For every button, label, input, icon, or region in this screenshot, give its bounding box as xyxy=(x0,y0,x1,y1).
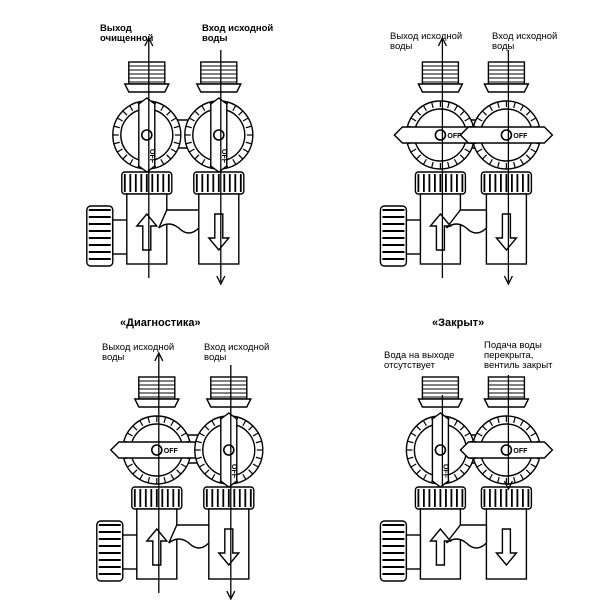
threaded-fitting xyxy=(417,376,464,408)
knob-off-label: OFF xyxy=(148,149,155,164)
threaded-fitting xyxy=(417,61,464,93)
panel2-inlet-label-line2: воды xyxy=(492,41,515,52)
panel1-outlet-label-line2: очищенной xyxy=(100,33,154,44)
flow-arrow-down xyxy=(494,528,518,567)
flow-arrow-down xyxy=(217,528,241,567)
panel3-outlet-label-line2: воды xyxy=(102,352,125,363)
side-cap xyxy=(379,205,422,267)
flow-arrows xyxy=(135,212,231,252)
panel4-outlet-label-line2: отсутствует xyxy=(384,360,435,371)
valve-body: OFF OFF xyxy=(86,36,254,286)
knob-off-label: OFF xyxy=(230,464,237,479)
flow-lines xyxy=(437,36,513,286)
flow-lines xyxy=(154,351,236,600)
lower-nut xyxy=(121,171,173,195)
lower-nut xyxy=(203,486,255,510)
valve-body: OFF OFF xyxy=(379,36,554,286)
knob-off-label: OFF xyxy=(513,133,528,140)
panel-closed: «Закрыт» Вода на выходе отсутствует Пода… xyxy=(370,315,590,590)
panel4-outlet-label-line1: Вода на выходе xyxy=(384,350,455,361)
right-valve-knob: OFF xyxy=(184,97,254,173)
panel2-inlet-label-line1: Вход исходной xyxy=(492,31,558,42)
lower-nut xyxy=(480,171,533,195)
right-valve-knob: OFF xyxy=(459,415,554,485)
panel-bypass: Выход исходной воды Вход исходной воды O… xyxy=(370,20,590,290)
flow-arrows xyxy=(428,527,518,567)
flow-arrow-up xyxy=(135,212,159,251)
lower-nut xyxy=(414,171,467,195)
side-cap xyxy=(96,520,138,582)
valve-body: OFF OFF xyxy=(379,375,554,582)
lower-pipes xyxy=(126,193,240,265)
left-valve-knob: OFF xyxy=(405,412,476,488)
valve-body: OFF OFF xyxy=(96,351,264,600)
panel1-inlet-label-line1: Вход исходной xyxy=(202,23,274,34)
panel4-inlet-label-line2: перекрыта, xyxy=(484,350,534,361)
flow-arrow-up xyxy=(428,212,452,251)
threaded-fitting xyxy=(133,376,180,408)
panel3-inlet-label-line1: Вход исходной xyxy=(204,342,270,353)
flow-lines xyxy=(144,36,226,286)
panel2-outlet-label-line1: Выход исходной xyxy=(390,31,463,42)
left-valve-knob: OFF xyxy=(112,97,182,173)
panel2-outlet-label-line2: воды xyxy=(390,41,413,52)
panel1-inlet-label-line2: воды xyxy=(202,33,228,44)
lower-nut xyxy=(414,486,467,510)
threaded-fitting xyxy=(205,376,252,408)
knob-off-label: OFF xyxy=(447,133,462,140)
lower-nut xyxy=(480,486,533,510)
flow-arrow-up xyxy=(428,527,452,566)
panel4-title: «Закрыт» xyxy=(432,317,485,329)
side-cap xyxy=(86,205,128,267)
flow-lines xyxy=(441,375,513,491)
lower-nut xyxy=(131,486,183,510)
left-valve-knob: OFF xyxy=(393,100,488,170)
threaded-fitting xyxy=(483,61,530,93)
bypass-valve-diagram: OFF OFF xyxy=(379,36,554,286)
flow-arrows xyxy=(428,212,518,252)
knob-off-label: OFF xyxy=(164,448,179,455)
flow-arrow-down xyxy=(207,213,231,252)
flow-arrow-down xyxy=(494,213,518,252)
panel1-outlet-label-line1: Выход xyxy=(100,23,132,34)
threaded-fitting xyxy=(195,61,242,93)
right-valve-knob: OFF xyxy=(194,412,264,488)
threaded-fitting xyxy=(483,376,530,408)
knob-off-label: OFF xyxy=(441,464,448,479)
side-cap xyxy=(379,520,422,582)
flow-arrows xyxy=(145,527,241,567)
flow-arrow-up xyxy=(145,527,169,566)
panel4-inlet-label-line3: вентиль закрыт xyxy=(484,360,553,371)
right-valve-knob: OFF xyxy=(459,100,554,170)
knob-off-label: OFF xyxy=(220,149,227,164)
panel3-outlet-label-line1: Выход исходной xyxy=(102,342,175,353)
bypass-valve-diagram: OFF OFF xyxy=(96,351,264,600)
knob-off-label: OFF xyxy=(513,448,528,455)
panel3-title: «Диагностика» xyxy=(120,317,201,329)
bypass-valve-diagram: OFF OFF xyxy=(86,36,254,286)
threaded-fitting xyxy=(123,61,170,93)
panel3-inlet-label-line2: воды xyxy=(204,352,227,363)
left-valve-knob: OFF xyxy=(109,415,204,485)
panel4-inlet-label-line1: Подача воды xyxy=(484,340,542,351)
bypass-valve-diagram: OFF OFF xyxy=(379,375,554,582)
panel-diagnostics: «Диагностика» Выход исходной воды Вход и… xyxy=(70,315,310,600)
lower-nut xyxy=(193,171,245,195)
